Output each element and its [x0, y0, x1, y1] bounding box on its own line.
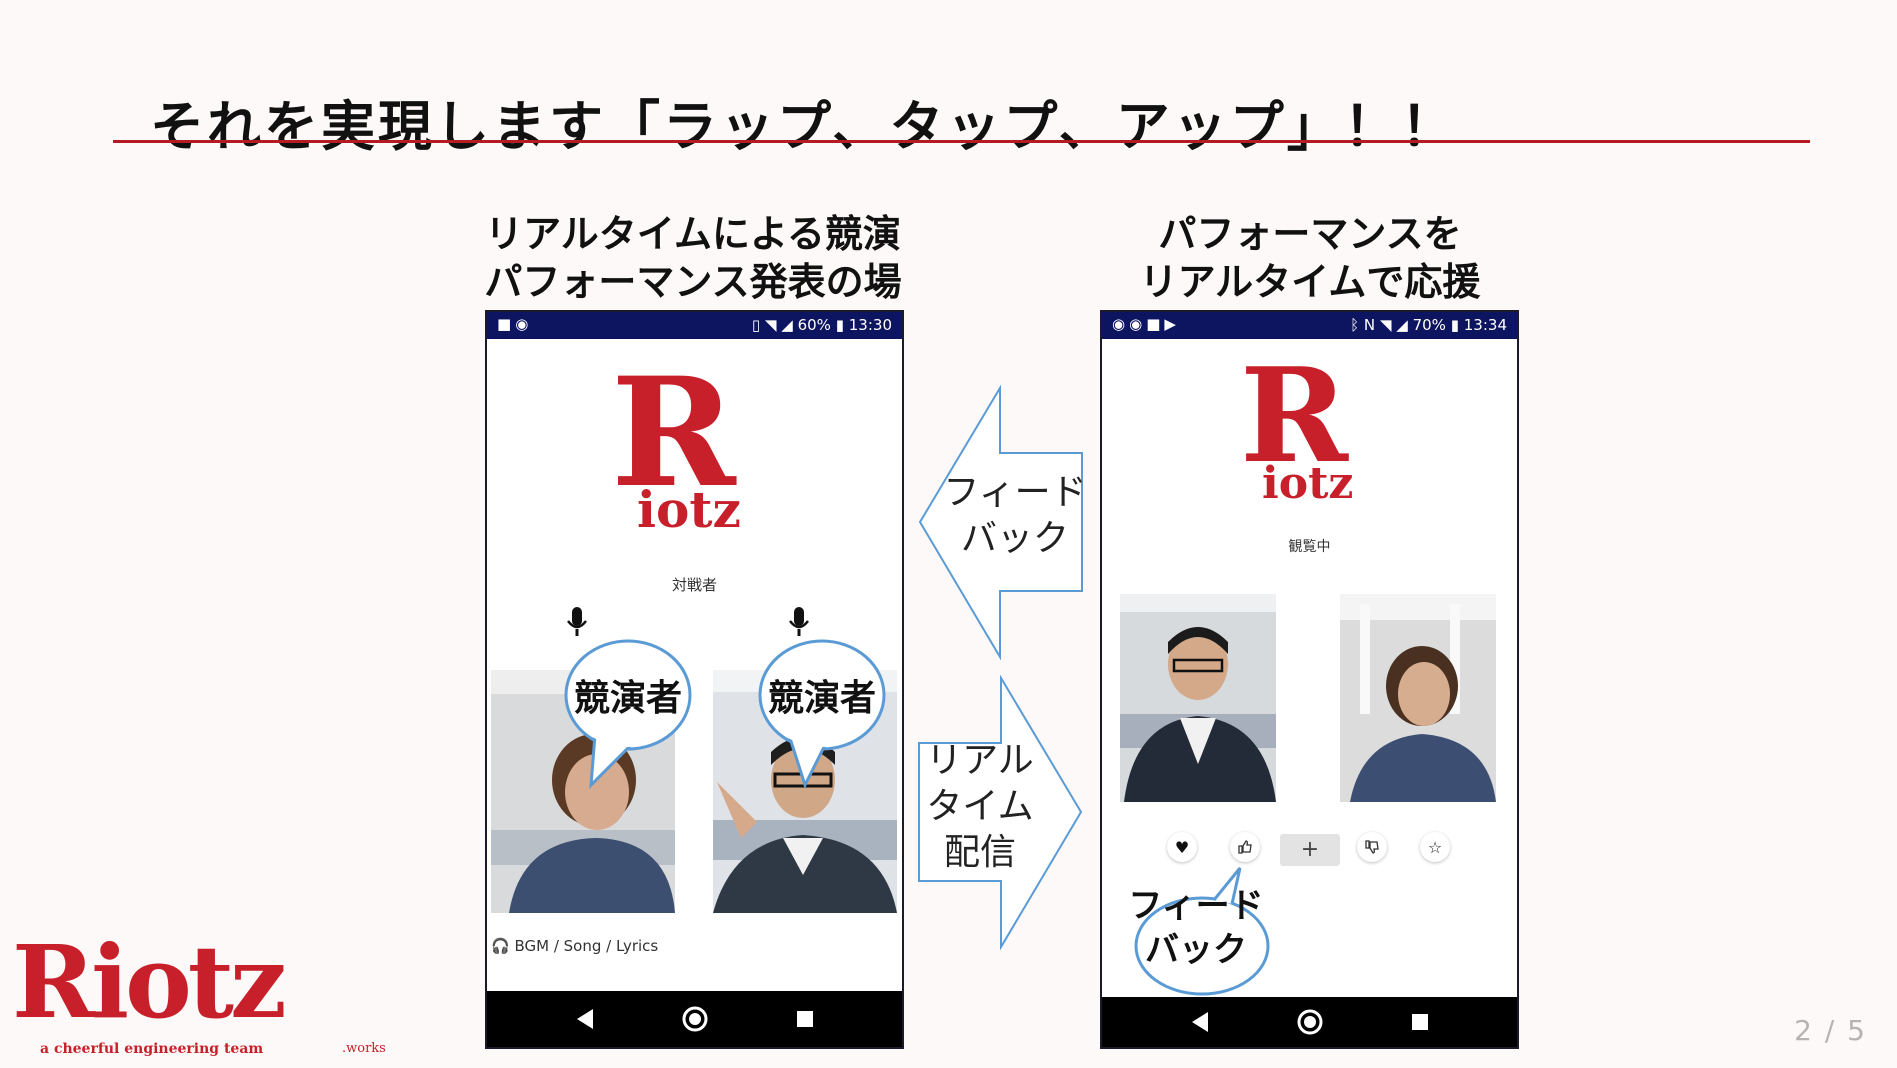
left-caption: リアルタイムによる競演 パフォーマンス発表の場 — [468, 210, 918, 306]
star-icon: ☆ — [1427, 837, 1443, 857]
mic-icon[interactable] — [566, 607, 588, 639]
status-icons-right: ᛒ N ◥ ◢ 70% ▮ 13:34 — [1350, 316, 1507, 334]
logo-word: iotz — [637, 480, 741, 539]
stream-arrow-label: リアル タイム 配信 — [910, 738, 1050, 876]
versus-label: 対戦者 — [671, 576, 717, 594]
feedback-arrow-label: フィード バック — [930, 470, 1100, 562]
performer-bubble-2: 競演者 — [767, 678, 876, 719]
stream-video-1 — [1120, 594, 1276, 802]
status-time: 13:34 — [1463, 316, 1507, 334]
thumbs-down-button[interactable] — [1357, 832, 1387, 862]
battery-percent: 70% — [1412, 316, 1446, 334]
recents-button[interactable] — [777, 991, 833, 1047]
brand-tagline: a cheerful engineering team — [40, 1041, 264, 1057]
play-icon: ▶ — [1164, 315, 1180, 333]
mic-icon[interactable] — [788, 607, 810, 639]
feedback-bubble-label: フィード バック — [1116, 884, 1276, 972]
music-footer-text: BGM / Song / Lyrics — [514, 937, 659, 955]
thumbs-up-icon — [1238, 840, 1252, 854]
stream-video-2 — [1340, 594, 1496, 802]
bluetooth-icon: ᛒ — [1350, 316, 1360, 334]
back-button[interactable] — [557, 991, 613, 1047]
brand-name: Riotz — [12, 923, 287, 1041]
nfc-icon: N — [1363, 316, 1376, 334]
speech-bubble-tail — [758, 639, 886, 789]
logo-word: iotz — [1262, 458, 1354, 509]
battery-percent: 60% — [797, 316, 831, 334]
heart-icon: ♥ — [1174, 837, 1190, 857]
app-notification-icon: ◉◉ — [1112, 315, 1147, 333]
stream-arrow-label-line2: タイム — [926, 786, 1034, 827]
status-bar: ◉◉■▶ ᛒ N ◥ ◢ 70% ▮ 13:34 — [1102, 312, 1517, 339]
left-caption-line1: リアルタイムによる競演 — [485, 212, 901, 256]
watching-label: 観覧中 — [1288, 539, 1331, 555]
chrome-icon: ◉ — [515, 315, 533, 333]
right-caption-line2: リアルタイムで応援 — [1139, 260, 1481, 304]
android-nav-bar — [487, 991, 902, 1047]
status-icons-left: ■◉ — [497, 315, 532, 333]
status-icons-right: ▯ ◥ ◢ 60% ▮ 13:30 — [752, 316, 892, 334]
android-nav-bar — [1102, 997, 1517, 1047]
riotz-brand-logo: Riotz a cheerful engineering team .works — [12, 927, 392, 1065]
left-phone-screenshot: ■◉ ▯ ◥ ◢ 60% ▮ 13:30 R iotz 対戦者 — [485, 310, 904, 1049]
video-icon: ■ — [1146, 315, 1165, 333]
riotz-app-logo: R iotz — [1232, 347, 1392, 512]
thumbs-up-button[interactable] — [1230, 832, 1260, 862]
right-phone-screenshot: ◉◉■▶ ᛒ N ◥ ◢ 70% ▮ 13:34 R iotz 観覧中 — [1100, 310, 1519, 1049]
brand-suffix: .works — [342, 1041, 386, 1056]
feedback-arrow-left — [918, 385, 1083, 660]
star-button[interactable]: ☆ — [1420, 832, 1450, 862]
right-caption-line1: パフォーマンスを — [1158, 212, 1462, 256]
slide-title: それを実現します「ラップ、タップ、アップ」！！ — [150, 95, 1458, 158]
recents-button[interactable] — [1392, 997, 1448, 1047]
feedback-bubble-line1: フィード — [1128, 886, 1264, 926]
speech-bubble-tail — [564, 639, 692, 789]
home-button[interactable] — [1282, 997, 1338, 1047]
signal-icon: ◢ — [781, 316, 793, 334]
back-button[interactable] — [1172, 997, 1228, 1047]
headphones-icon: 🎧 — [491, 937, 510, 955]
thumbs-down-icon — [1365, 840, 1379, 854]
left-caption-line2: パフォーマンス発表の場 — [484, 260, 902, 304]
music-footer: 🎧 BGM / Song / Lyrics — [491, 937, 658, 955]
wifi-icon: ◥ — [1379, 316, 1392, 334]
status-time: 13:30 — [848, 316, 892, 334]
home-button[interactable] — [667, 991, 723, 1047]
stream-arrow-label-line1: リアル — [926, 740, 1034, 781]
feedback-arrow-label-line2: バック — [960, 518, 1069, 559]
video-icon: ■ — [497, 315, 516, 333]
status-icons-left: ◉◉■▶ — [1112, 315, 1180, 333]
status-bar: ■◉ ▯ ◥ ◢ 60% ▮ 13:30 — [487, 312, 902, 339]
feedback-arrow-label-line1: フィード — [943, 472, 1087, 513]
vibrate-icon: ▯ — [751, 316, 761, 334]
title-underline — [113, 140, 1810, 143]
page-number: 2 / 5 — [1794, 1014, 1867, 1047]
stream-arrow-label-line3: 配信 — [943, 832, 1016, 873]
performer-bubble-1: 競演者 — [573, 678, 682, 719]
logo-letter: R — [611, 345, 736, 521]
heart-button[interactable]: ♥ — [1167, 832, 1197, 862]
riotz-app-logo: R iotz — [607, 353, 782, 542]
right-caption: パフォーマンスを リアルタイムで応援 — [1085, 210, 1535, 306]
feedback-speech-bubble — [1134, 867, 1270, 996]
signal-icon: ◢ — [1396, 316, 1408, 334]
wifi-icon: ◥ — [764, 316, 777, 334]
logo-letter: R — [1240, 339, 1349, 492]
stream-arrow-right — [918, 675, 1083, 950]
battery-icon: ▮ — [835, 316, 844, 334]
add-reaction-button[interactable]: + — [1280, 834, 1340, 866]
battery-icon: ▮ — [1450, 316, 1459, 334]
feedback-bubble-line2: バック — [1145, 930, 1247, 970]
